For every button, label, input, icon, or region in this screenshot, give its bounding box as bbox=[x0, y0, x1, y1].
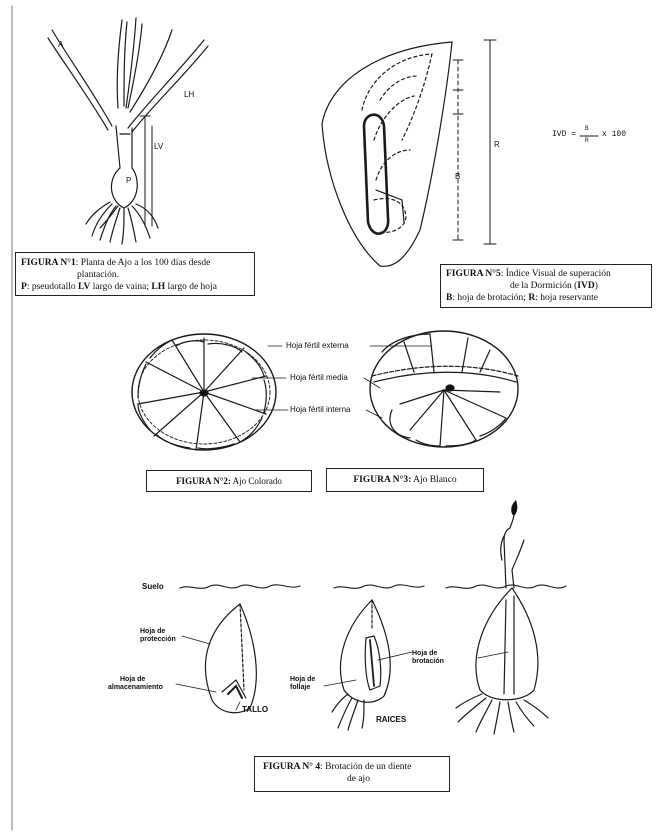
figure5-caption-r-text: : hoja reservante bbox=[535, 293, 598, 303]
label-hoja-proteccion-2: protección bbox=[140, 636, 176, 644]
figure1-caption-line2: plantación. bbox=[21, 269, 249, 281]
label-r: R bbox=[494, 140, 500, 149]
figure1-caption-title: FIGURA N°1 bbox=[21, 258, 76, 268]
figure5-caption-title: FIGURA N°5 bbox=[446, 269, 501, 279]
figure3-caption-text: Ajo Blanco bbox=[411, 475, 456, 485]
label-tallo: TALLO bbox=[242, 706, 268, 714]
figure4-caption-line1: : Brotación de un diente bbox=[320, 762, 411, 772]
figure4-caption-line2: de ajo bbox=[263, 773, 441, 785]
label-a: A bbox=[58, 40, 63, 49]
formula-lhs: IVD = bbox=[552, 130, 576, 139]
figure5-caption: FIGURA N°5: Índice Visual de superación … bbox=[440, 264, 652, 308]
garlic-plant-drawing bbox=[48, 18, 208, 244]
label-hoja-almacenamiento: Hoja de almacenamiento bbox=[108, 676, 163, 692]
figure1-caption-lv: LV bbox=[78, 282, 90, 292]
label-p: P bbox=[126, 176, 131, 185]
formula-numerator: B bbox=[585, 125, 589, 132]
label-hoja-almacenamiento-1: Hoja de bbox=[108, 676, 163, 684]
label-hoja-proteccion-1: Hoja de bbox=[140, 628, 176, 636]
ajo-colorado-cross-section bbox=[132, 334, 276, 450]
label-hoja-fertil-externa: Hoja fértil externa bbox=[286, 341, 349, 350]
label-hoja-follaje-2: follaje bbox=[290, 684, 315, 692]
figure1-caption: FIGURA N°1: Planta de Ajo a los 100 días… bbox=[15, 252, 255, 296]
figure3-caption: FIGURA N°3: Ajo Blanco bbox=[326, 468, 484, 492]
sprouting-clove-sequence bbox=[176, 514, 566, 734]
sprout-tip bbox=[511, 500, 517, 516]
label-raices: RAICES bbox=[376, 716, 406, 724]
label-hoja-proteccion: Hoja de protección bbox=[140, 628, 176, 644]
figure5-caption-line2: de la Dormición ( bbox=[510, 281, 577, 291]
label-hoja-brotacion-2: brotación bbox=[412, 658, 444, 666]
figure1-caption-lh: LH bbox=[151, 282, 165, 292]
label-hoja-fertil-interna: Hoja fértil interna bbox=[290, 405, 350, 414]
label-lv: LV bbox=[154, 142, 163, 151]
ajo-blanco-cross-section bbox=[370, 331, 518, 447]
formula-rhs: x 100 bbox=[602, 130, 626, 139]
figure2-caption-title: FIGURA N°2: bbox=[176, 476, 231, 486]
figure1-caption-p-text: : pseudotallo bbox=[27, 282, 78, 292]
dormancy-clove-drawing bbox=[322, 40, 598, 266]
figure3-caption-title: FIGURA N°3: bbox=[353, 475, 411, 485]
figure5-caption-ivd: IVD bbox=[577, 281, 594, 291]
label-lh: LH bbox=[184, 90, 194, 99]
figure2-caption: FIGURA N°2: Ajo Colorado bbox=[146, 470, 312, 492]
figure5-caption-b-text: : hoja de brotación; bbox=[452, 293, 528, 303]
label-hoja-almacenamiento-2: almacenamiento bbox=[108, 684, 163, 692]
figure5-caption-line2-end: ) bbox=[595, 281, 598, 291]
figure4-caption: FIGURA N° 4: Brotación de un diente de a… bbox=[254, 756, 450, 792]
label-hoja-fertil-media: Hoja fértil media bbox=[290, 373, 348, 382]
figure2-caption-text: Ajo Colorado bbox=[231, 476, 282, 486]
figure1-caption-lh-text: largo de hoja bbox=[165, 282, 217, 292]
figure1-caption-lv-text: largo de vaina; bbox=[90, 282, 151, 292]
label-suelo: Suelo bbox=[142, 583, 164, 591]
figure1-caption-line1: : Planta de Ajo a los 100 días desde bbox=[76, 258, 211, 268]
label-hoja-brotacion-1: Hoja de bbox=[412, 650, 444, 658]
label-hoja-follaje-1: Hoja de bbox=[290, 676, 315, 684]
formula-denominator: R bbox=[585, 137, 589, 144]
figure5-caption-line1: : Índice Visual de superación bbox=[501, 269, 611, 279]
figure4-caption-title: FIGURA N° 4 bbox=[263, 762, 320, 772]
label-hoja-follaje: Hoja de follaje bbox=[290, 676, 315, 692]
label-b: B bbox=[455, 172, 460, 181]
label-hoja-brotacion: Hoja de brotación bbox=[412, 650, 444, 666]
